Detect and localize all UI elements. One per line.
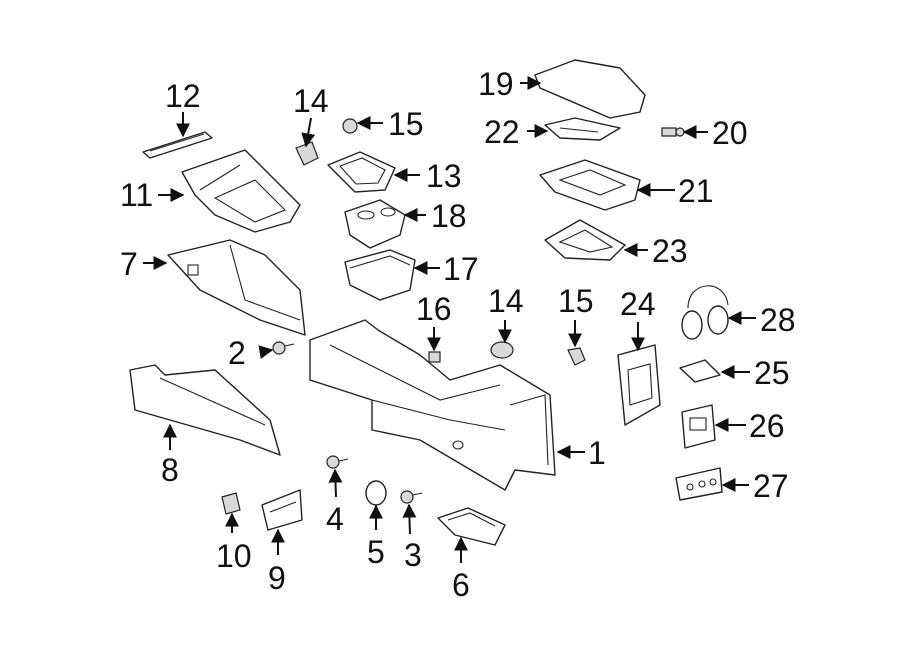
part-8-lower-panel bbox=[129, 364, 281, 456]
callout-9: 9 bbox=[268, 560, 286, 596]
part-15-knob-lower bbox=[567, 347, 586, 366]
callout-12: 12 bbox=[165, 78, 201, 114]
part-14-cup-lower bbox=[490, 341, 514, 359]
callout-23: 23 bbox=[652, 233, 688, 269]
callout-16: 16 bbox=[416, 291, 452, 327]
part-18-cup-holder bbox=[344, 199, 406, 249]
part-27-switch-panel bbox=[675, 467, 723, 501]
callout-26: 26 bbox=[749, 408, 785, 444]
callout-14-lower: 14 bbox=[488, 283, 524, 319]
part-28-headphones bbox=[681, 285, 729, 340]
callout-20: 20 bbox=[712, 115, 748, 151]
part-20-screw bbox=[661, 127, 685, 137]
callout-22: 22 bbox=[484, 114, 520, 150]
callout-15-lower: 15 bbox=[558, 283, 594, 319]
callout-4: 4 bbox=[326, 501, 344, 537]
part-21-compartment-tray bbox=[539, 159, 641, 211]
part-1-console-body bbox=[309, 319, 556, 491]
part-7-side-panel bbox=[167, 239, 306, 336]
callout-10: 10 bbox=[216, 538, 252, 574]
callout-7: 7 bbox=[120, 246, 138, 282]
part-23-liner bbox=[544, 219, 626, 261]
callout-27: 27 bbox=[753, 468, 789, 504]
callout-2: 2 bbox=[228, 335, 246, 371]
part-11-trim-plate bbox=[181, 149, 301, 233]
callout-24: 24 bbox=[620, 286, 656, 322]
part-25-pad bbox=[679, 359, 721, 383]
part-9-bracket bbox=[261, 489, 303, 531]
callout-18: 18 bbox=[431, 198, 467, 234]
callout-11: 11 bbox=[120, 177, 153, 213]
part-13-bezel bbox=[327, 151, 396, 193]
callout-17: 17 bbox=[443, 251, 479, 287]
part-10-cap bbox=[221, 492, 241, 515]
part-6-bracket bbox=[437, 507, 506, 546]
part-17-storage-bin bbox=[344, 249, 416, 301]
part-19-armrest-lid bbox=[534, 59, 646, 119]
callout-8: 8 bbox=[161, 452, 179, 488]
part-5-plug bbox=[365, 480, 387, 506]
part-3-screw bbox=[400, 490, 423, 504]
callout-19: 19 bbox=[478, 66, 514, 102]
callout-3: 3 bbox=[404, 537, 422, 573]
callout-numbers: 12 11 7 8 14 15 13 18 17 16 14 15 2 1 24… bbox=[120, 66, 796, 603]
leader-lines bbox=[143, 76, 756, 563]
callout-28: 28 bbox=[760, 302, 796, 338]
part-2-fastener bbox=[272, 341, 295, 355]
part-15-knob-upper bbox=[342, 118, 358, 134]
part-26-rear-control bbox=[681, 404, 716, 449]
callout-6: 6 bbox=[452, 567, 470, 603]
part-4-screw bbox=[326, 455, 349, 469]
callout-5: 5 bbox=[367, 534, 385, 570]
callout-14-upper: 14 bbox=[293, 83, 329, 119]
part-16-clip bbox=[428, 351, 441, 363]
part-12-trim-strip bbox=[142, 131, 213, 159]
part-24-rear-bezel bbox=[617, 344, 661, 426]
callout-15-upper: 15 bbox=[388, 106, 424, 142]
callout-1: 1 bbox=[588, 435, 606, 471]
callout-25: 25 bbox=[754, 355, 790, 391]
callout-21: 21 bbox=[678, 173, 714, 209]
callout-13: 13 bbox=[426, 158, 462, 194]
part-22-lid-insert bbox=[544, 117, 621, 141]
